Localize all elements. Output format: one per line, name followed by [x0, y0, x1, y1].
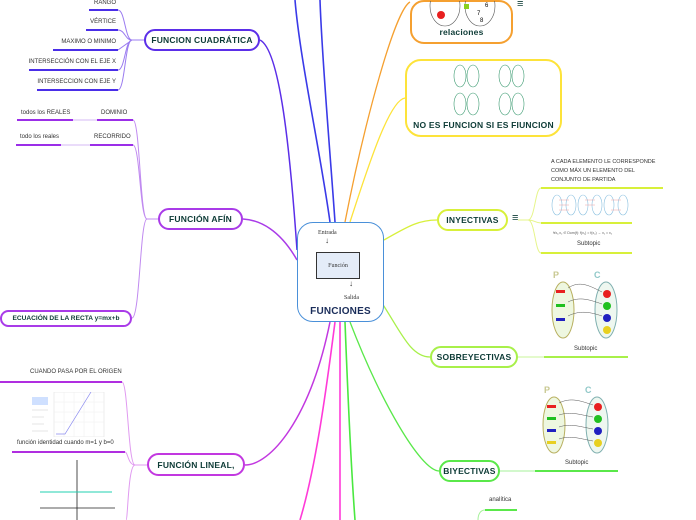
underline	[541, 187, 663, 189]
relaciones-diagram: 678	[429, 1, 496, 27]
set-c-label: C	[585, 385, 592, 395]
svg-text:6: 6	[485, 3, 489, 9]
node-funcion-lineal[interactable]: FUNCIÓN LINEAL,	[147, 453, 245, 476]
svg-text:8: 8	[480, 18, 484, 24]
node-funcion-afin[interactable]: FUNCIÓN AFÍN	[158, 208, 243, 230]
inyectivas-menu-icon[interactable]: ≡	[512, 212, 519, 224]
svg-text:7: 7	[477, 11, 481, 17]
node-sobreyectivas[interactable]: SOBREYECTIVAS	[430, 346, 518, 368]
inyectivas-description[interactable]: A CADA ELEMENTO LE CORRESPONDE COMO MÁX …	[551, 159, 656, 183]
leaf-rango[interactable]: RANGO	[93, 0, 116, 6]
underline	[29, 69, 118, 71]
center-title: FUNCIONES	[310, 306, 371, 317]
diagram-entrada: Entrada	[318, 230, 337, 236]
node-inyectivas[interactable]: INYECTIVAS	[437, 209, 508, 231]
biyectiva-diagram: P C	[542, 385, 609, 454]
function-box-diagram: Función	[316, 252, 360, 279]
underline	[0, 381, 122, 383]
linear-graph-image	[32, 392, 105, 437]
relaciones-label: relaciones	[439, 27, 484, 37]
arrow-out-icon: ↓	[349, 279, 353, 288]
leaf-interseccion-x[interactable]: INTERSECCIÓN CON EL EJE X	[28, 59, 116, 65]
node-ecuacion-recta[interactable]: ECUACIÓN DE LA RECTA y=mx+b	[0, 310, 132, 327]
node-relaciones[interactable]: relaciones	[410, 0, 513, 44]
underline	[535, 470, 618, 472]
leaf-vertice[interactable]: VÉRTICE	[90, 19, 116, 25]
leaf-interseccion-y[interactable]: INTERSECCION CON EJE Y	[37, 79, 116, 85]
inyectivas-diagrams-image	[551, 194, 629, 216]
node-no-es-funcion[interactable]: NO ES FUNCION SI ES FIUNCION	[405, 59, 562, 137]
underline	[541, 222, 632, 224]
underline	[89, 9, 118, 11]
leaf-maximo-minimo[interactable]: MAXIMO O MINIMO	[61, 39, 116, 45]
underline	[544, 356, 628, 358]
sobreyectiva-diagram: P C	[551, 270, 618, 339]
inyectivas-formula: ∀x₁,x₂ ∈ Dom(f): f(x₁) = f(x₂) → x₁ = x₂	[553, 231, 613, 235]
diagram-salida: Salida	[344, 295, 359, 301]
node-funcion-cuadratica[interactable]: FUNCION CUADRÁTICA	[144, 29, 260, 51]
set-c-label: C	[594, 270, 601, 280]
biyectivas-subtopic[interactable]: Subtopic	[565, 460, 589, 466]
underline	[485, 509, 517, 511]
underline	[16, 144, 61, 146]
leaf-recorrido[interactable]: RECORRIDO	[94, 134, 131, 140]
underline	[12, 451, 125, 453]
underline	[86, 29, 118, 31]
underline	[37, 89, 118, 91]
leaf-funcion-identidad[interactable]: función identidad cuando m=1 y b=0	[17, 440, 114, 446]
function-diagrams-image	[453, 64, 525, 116]
leaf-pasa-origen[interactable]: CUANDO PASA POR EL ORIGEN	[30, 369, 122, 375]
leaf-dominio[interactable]: DOMINIO	[101, 110, 128, 116]
diagram-funcion: Función	[328, 262, 348, 269]
no-funcion-label: NO ES FUNCION SI ES FIUNCION	[413, 120, 554, 130]
constant-function-graph	[40, 460, 115, 520]
underline	[541, 252, 632, 254]
underline	[17, 119, 73, 121]
leaf-dominio-value[interactable]: todos los REALES	[21, 110, 71, 116]
underline	[53, 49, 118, 51]
set-p-label: P	[553, 270, 559, 280]
leaf-analitica[interactable]: analítica	[489, 497, 512, 503]
set-p-label: P	[544, 385, 550, 395]
relaciones-menu-icon[interactable]: ≡	[517, 0, 524, 10]
underline	[97, 119, 133, 121]
inyectivas-subtopic[interactable]: Subtopic	[577, 241, 601, 247]
arrow-in-icon: ↓	[325, 236, 329, 245]
node-biyectivas[interactable]: BIYECTIVAS	[439, 460, 500, 482]
sobreyectivas-subtopic[interactable]: Subtopic	[574, 346, 598, 352]
underline	[90, 144, 133, 146]
leaf-recorrido-value[interactable]: todo los reales	[20, 134, 60, 140]
